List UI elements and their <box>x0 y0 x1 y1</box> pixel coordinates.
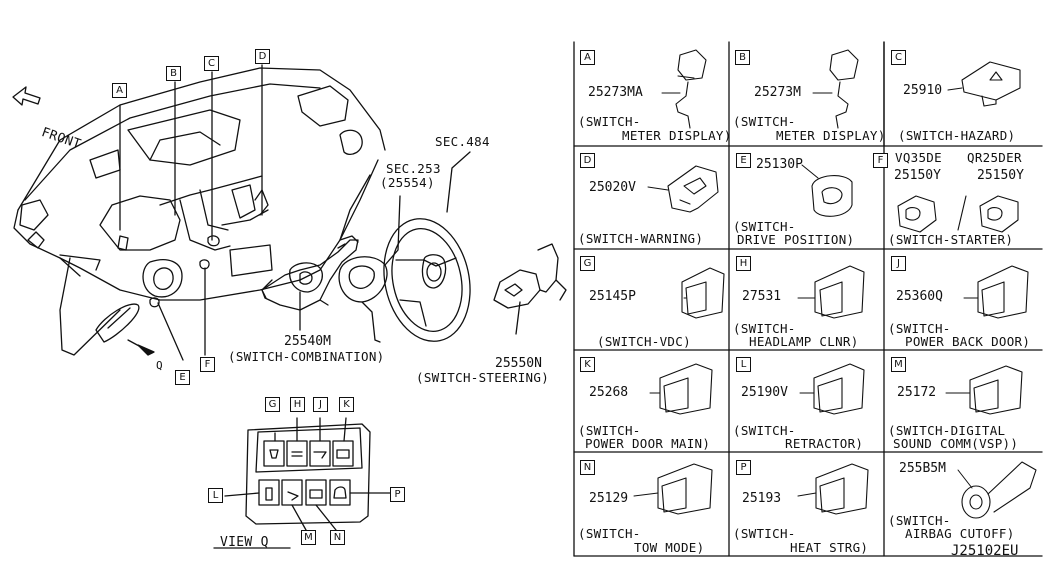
sec484-label: SEC.484 <box>435 134 490 149</box>
cell-f-letter: F <box>873 153 888 168</box>
cell-n-part-number: 25129 <box>589 491 629 506</box>
cell-h-part-number: 27531 <box>742 289 782 304</box>
view-q-title: VIEW Q <box>220 535 269 550</box>
sec253-sub-label: (25554) <box>380 175 435 190</box>
cell-l-name-2: RETRACTOR) <box>785 436 864 451</box>
callout-a: A <box>112 83 127 98</box>
q-arrow-label: Q <box>156 359 163 372</box>
cell-h-name-1: (SWITCH- <box>733 321 796 336</box>
cell-f-part-number-2: 25150Y <box>977 168 1024 183</box>
cell-b-name-2: METER DISPLAY) <box>776 128 886 143</box>
cell-m-part-number: 25172 <box>897 385 937 400</box>
steering-switch-part-number: 25550N <box>495 356 542 371</box>
cell-p-letter: P <box>736 460 751 475</box>
cell-h-name-2: HEADLAMP CLNR) <box>749 334 859 349</box>
cell-c-name-1: (SWITCH-HAZARD) <box>898 128 1016 143</box>
front-arrow-icon <box>12 86 41 106</box>
cell-l-letter: L <box>736 357 751 372</box>
cell-g-letter: G <box>580 256 595 271</box>
callout-e: E <box>175 370 190 385</box>
cell-p-part-number: 25193 <box>742 491 782 506</box>
cell-e-name-1: (SWITCH- <box>733 219 796 234</box>
cell-j-name-2: POWER BACK DOOR) <box>905 334 1031 349</box>
cell-h-letter: H <box>736 256 751 271</box>
sec253-label: SEC.253 <box>386 161 441 176</box>
cell-a-name-1: (SWITCH- <box>578 114 641 129</box>
cell-l-name-1: (SWITCH- <box>733 423 796 438</box>
cell-f-engine-2: QR25DER <box>967 150 1022 165</box>
cell-j-name-1: (SWITCH- <box>888 321 951 336</box>
callout-d: D <box>255 49 270 64</box>
cell-g-name-1: (SWITCH-VDC) <box>597 334 691 349</box>
cell-n-name-1: (SWITCH- <box>578 526 641 541</box>
cell-d-letter: D <box>580 153 595 168</box>
cell-k-letter: K <box>580 357 595 372</box>
cell-c-letter: C <box>891 50 906 65</box>
view-q-label-h: H <box>290 397 305 412</box>
cell-a-part-number: 25273MA <box>588 85 643 100</box>
cell-airbag-name-2: AIRBAG CUTOFF) <box>905 526 1015 541</box>
cell-a-letter: A <box>580 50 595 65</box>
clock-spring-drawing <box>338 195 401 343</box>
cell-l-part-number: 25190V <box>741 385 788 400</box>
cell-k-name-2: POWER DOOR MAIN) <box>585 436 711 451</box>
cell-m-name-1: (SWITCH-DIGITAL <box>888 423 1006 438</box>
cell-f-part-number-1: 25150Y <box>894 168 941 183</box>
view-q-label-k: K <box>339 397 354 412</box>
cell-j-letter: J <box>891 256 906 271</box>
cell-g-part-number: 25145P <box>589 289 636 304</box>
cell-e-name-2: DRIVE POSITION) <box>737 232 855 247</box>
view-q-panel-drawing <box>213 417 391 549</box>
callout-c: C <box>204 56 219 71</box>
view-q-label-l: L <box>208 488 223 503</box>
parts-grid-lines <box>573 41 1043 557</box>
cell-f-name-1: (SWITCH-STARTER) <box>888 232 1014 247</box>
cell-k-part-number: 25268 <box>589 385 629 400</box>
cell-e-letter: E <box>736 153 751 168</box>
cell-e-part-number: 25130P <box>756 157 803 172</box>
part-leader-lines <box>633 87 979 497</box>
cell-m-letter: M <box>891 357 906 372</box>
view-q-label-m: M <box>301 530 316 545</box>
part-sketches <box>657 49 1037 519</box>
cell-b-letter: B <box>735 50 750 65</box>
cell-airbag-part-number: 255B5M <box>899 461 946 476</box>
view-q-label-j: J <box>313 397 328 412</box>
diagram-id: J25102EU <box>951 543 1019 559</box>
steering-wheel-drawing <box>383 151 471 342</box>
cell-p-name-1: (SWTICH- <box>733 526 796 541</box>
cell-m-name-2: SOUND COMM(VSP)) <box>893 436 1019 451</box>
cell-p-name-2: HEAT STRG) <box>790 540 869 555</box>
cell-d-name-1: (SWITCH-WARNING) <box>578 231 704 246</box>
view-q-label-p: P <box>390 487 405 502</box>
steering-switch-name: (SWITCH-STEERING) <box>416 370 550 385</box>
combination-switch-name: (SWITCH-COMBINATION) <box>228 349 385 364</box>
cell-f-engine-1: VQ35DE <box>895 150 942 165</box>
cell-b-part-number: 25273M <box>754 85 801 100</box>
cell-j-part-number: 25360Q <box>896 289 943 304</box>
cell-d-part-number: 25020V <box>589 180 636 195</box>
steering-switch-drawing <box>493 243 567 335</box>
combination-switch-part-number: 25540M <box>284 334 331 349</box>
cell-c-part-number: 25910 <box>903 83 943 98</box>
view-q-label-g: G <box>265 397 280 412</box>
callout-b: B <box>166 66 181 81</box>
cell-a-name-2: METER DISPLAY) <box>622 128 732 143</box>
combination-switch-drawing <box>261 235 359 331</box>
cell-k-name-1: (SWITCH- <box>578 423 641 438</box>
view-q-label-n: N <box>330 530 345 545</box>
cell-n-letter: N <box>580 460 595 475</box>
callout-f: F <box>200 357 215 372</box>
cell-n-name-2: TOW MODE) <box>634 540 705 555</box>
cell-airbag-name-1: (SWITCH- <box>888 513 951 528</box>
instrument-panel-drawing <box>13 64 386 361</box>
cell-b-name-1: (SWITCH- <box>733 114 796 129</box>
